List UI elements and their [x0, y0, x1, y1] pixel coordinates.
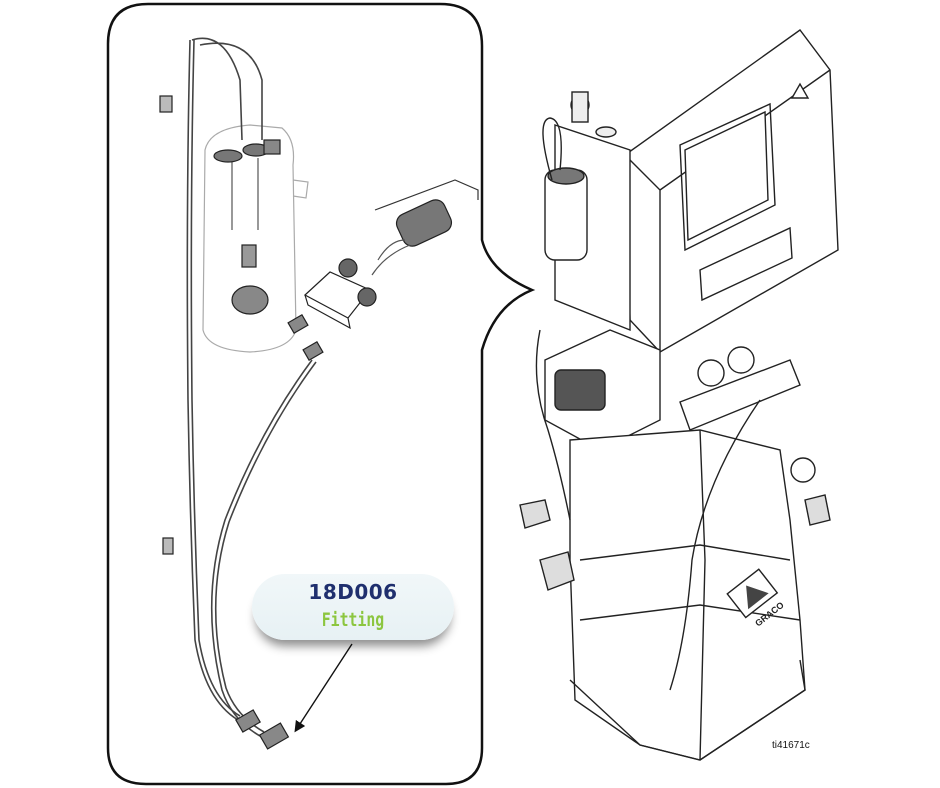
hose [669, 399, 761, 691]
pressure-gauge-icon [697, 359, 725, 387]
tube-to-fitting [210, 359, 313, 737]
float-stem [241, 244, 257, 268]
part-callout: 18D006 Fitting [252, 574, 454, 640]
figure-id-label: ti41671c [772, 740, 810, 751]
solenoid-body [395, 199, 453, 247]
display-screen [684, 110, 769, 242]
detail-view [159, 37, 479, 750]
clip-bottom [162, 537, 174, 555]
tube-left [186, 39, 239, 721]
warning-triangle-icon [790, 82, 810, 99]
valve-left [519, 499, 551, 529]
proportioner-machine: GRACO [519, 29, 839, 761]
reservoir-bottle [202, 124, 297, 353]
base-plate [569, 659, 806, 761]
cap-left [213, 149, 243, 163]
part-number-label: 18D006 [308, 580, 398, 604]
fitting-18D006 [258, 722, 290, 750]
gauge-manifold [679, 359, 801, 431]
part-name-label: Fitting [321, 609, 385, 631]
callout-leader-arrow [294, 643, 353, 733]
clip-top [159, 95, 173, 113]
float-weight [231, 285, 269, 315]
detail-bubble-outline [106, 2, 536, 786]
tube-loop [191, 37, 243, 141]
solenoid-outline [374, 179, 479, 211]
